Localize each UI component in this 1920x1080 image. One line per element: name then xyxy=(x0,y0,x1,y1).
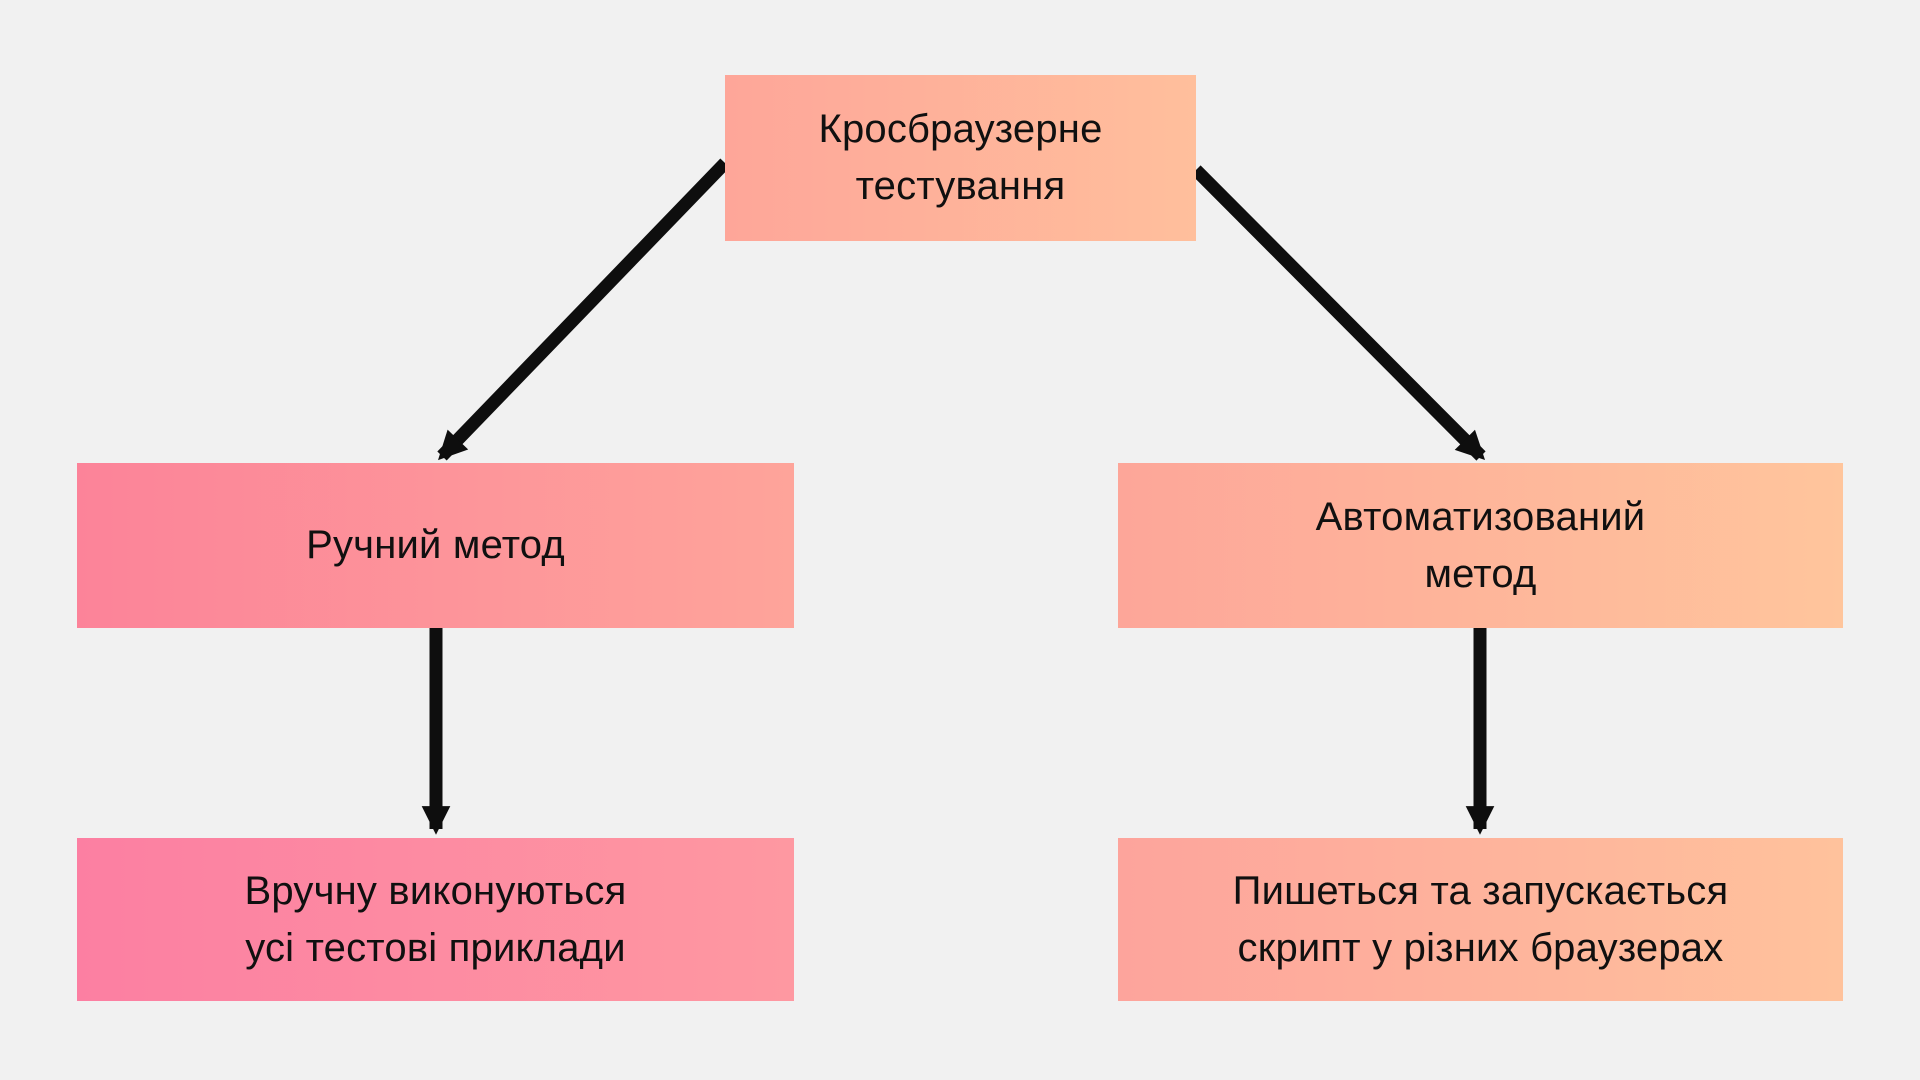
node-automated-method-label: Автоматизований метод xyxy=(1315,494,1646,596)
node-cross-browser-testing-label: Кросбраузерне тестування xyxy=(818,107,1103,208)
arrow-root-to-automated xyxy=(1191,165,1486,461)
node-cross-browser-testing: Кросбраузерне тестування xyxy=(725,75,1196,241)
node-manual-method-description: Вручну виконуються усі тестові приклади xyxy=(77,838,794,1001)
node-automated-method: Автоматизований метод xyxy=(1118,463,1843,628)
arrow-root-to-manual xyxy=(437,158,730,461)
node-manual-method-description-label: Вручну виконуються усі тестові приклади xyxy=(244,868,627,970)
node-manual-method: Ручний метод xyxy=(77,463,794,628)
node-automated-method-description: Пишеться та запускається скрипт у різних… xyxy=(1118,838,1843,1001)
node-manual-method-label: Ручний метод xyxy=(306,523,565,568)
node-automated-method-description-label: Пишеться та запускається скрипт у різних… xyxy=(1232,868,1729,970)
